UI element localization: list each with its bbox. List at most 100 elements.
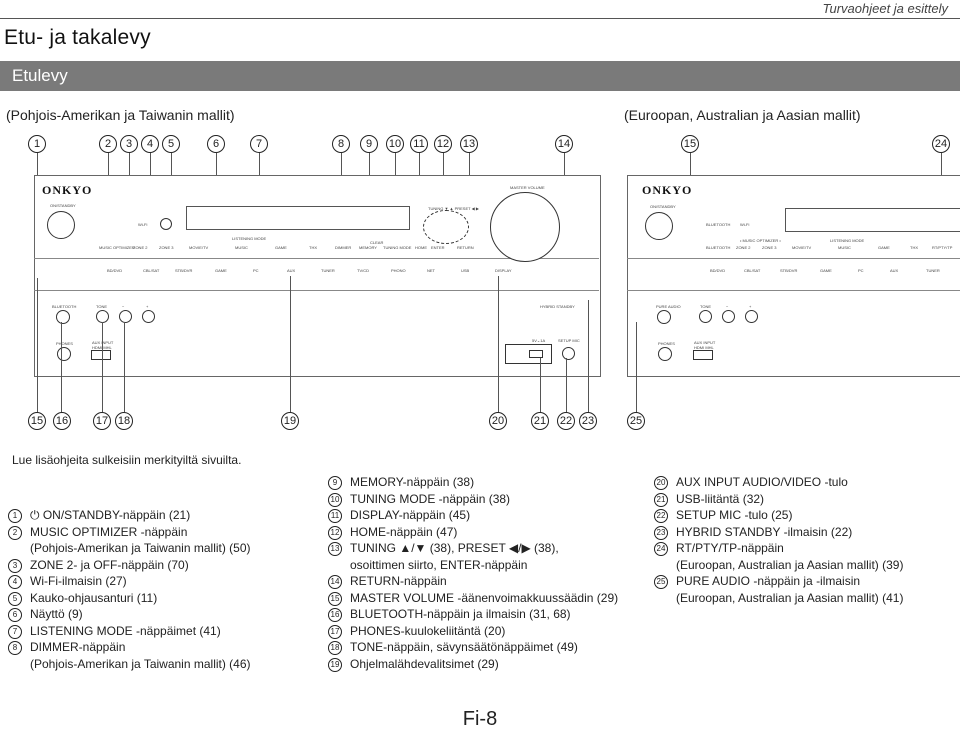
aux-hdmi-port-eu[interactable] [693,350,713,360]
aux-input-sub-label-eu: HDMI MHL [694,345,714,350]
legend-text: (Euroopan, Australian ja Aasian mallit) … [676,557,904,572]
btn-zone3[interactable]: ZONE 3 [159,245,174,250]
tone-plus-button-eu[interactable] [745,310,758,323]
input-tuner-eu[interactable]: TUNER [926,268,940,273]
btn-thx[interactable]: THX [309,245,317,250]
leader-b19 [290,276,291,412]
btn-zone2[interactable]: ZONE 2 [133,245,148,250]
input-bd-dvd-eu[interactable]: BD/DVD [710,268,726,273]
input-game-eu[interactable]: GAME [820,268,832,273]
usb-port[interactable] [529,350,543,358]
on-standby-button[interactable] [47,211,75,239]
phones-jack-eu[interactable] [658,347,672,361]
tuning-enter-cluster[interactable] [423,210,469,244]
btn-return[interactable]: RETURN [457,245,474,250]
input-tv-cd[interactable]: TV/CD [357,268,369,273]
bluetooth-button[interactable] [56,310,70,324]
leader-b17 [102,322,103,412]
input-cbl-sat[interactable]: CBL/SAT [143,268,160,273]
setup-mic-jack[interactable] [562,347,575,360]
btn-music-optimizer[interactable]: MUSIC OPTIMIZER [99,245,135,250]
display-button[interactable]: DISPLAY [495,268,512,273]
input-usb[interactable]: USB [461,268,470,273]
input-phono[interactable]: PHONO [391,268,406,273]
input-tuner[interactable]: TUNER [321,268,335,273]
leader-b18 [124,322,125,412]
tone-minus-label-eu: − [726,304,729,309]
tone-plus-button[interactable] [142,310,155,323]
legend-bullet: 16 [328,608,342,622]
top-button-row-eu: BLUETOOTH ZONE 2 ZONE 3 MOVIE/TV MUSIC G… [700,245,960,253]
btn-zone3-eu[interactable]: ZONE 3 [762,245,777,250]
tone-minus-button-eu[interactable] [722,310,735,323]
leader-b21 [540,358,541,412]
input-aux[interactable]: AUX [287,268,296,273]
callout-1: 1 [28,135,46,153]
legend-item: (Pohjois-Amerikan ja Taiwanin mallit) (4… [8,656,251,673]
input-pc[interactable]: PC [253,268,259,273]
brand-logo: ONKYO [42,183,93,197]
callout-8: 8 [332,135,350,153]
btn-home[interactable]: HOME [415,245,427,250]
btn-dimmer[interactable]: DIMMER [335,245,352,250]
legend-bullet: 20 [654,476,668,490]
btn-memory[interactable]: MEMORY [359,245,377,250]
pure-audio-button[interactable] [657,310,671,324]
btn-movie-tv[interactable]: MOVIE/TV [189,245,209,250]
btn-zone2-eu[interactable]: ZONE 2 [736,245,751,250]
legend-text: RT/PTY/TP-näppäin [676,541,784,555]
tone-minus-button[interactable] [119,310,132,323]
legend-text: Ohjelmalähdevalitsimet (29) [350,656,499,671]
btn-enter[interactable]: ENTER [431,245,445,250]
master-volume-knob[interactable] [490,192,560,262]
btn-music[interactable]: MUSIC [235,245,248,250]
input-aux-eu[interactable]: AUX [890,268,899,273]
legend-bullet: 11 [328,509,342,523]
callout-b21: 21 [531,412,549,430]
input-cbl-sat-eu[interactable]: CBL/SAT [744,268,761,273]
input-net[interactable]: NET [427,268,435,273]
page-number: Fi-8 [462,708,498,730]
callout-12: 12 [434,135,452,153]
callout-24: 24 [932,135,950,153]
music-opt-label-eu: • MUSIC OPTIMIZER • [740,238,781,243]
legend-text: ⏻ ON/STANDBY-näppäin (21) [30,508,191,522]
remote-sensor [160,218,172,230]
legend-item: (Pohjois-Amerikan ja Taiwanin mallit) (5… [8,540,251,557]
btn-music-eu[interactable]: MUSIC [838,245,851,250]
input-pc-eu[interactable]: PC [858,268,864,273]
input-stb-dvr-eu[interactable]: STB/DVR [780,268,798,273]
legend-text: TUNING MODE -näppäin (38) [350,491,511,506]
legend-bullet: 3 [8,558,22,573]
btn-tuning-mode[interactable]: TUNING MODE [383,245,412,250]
legend-bullet: 25 [654,575,668,589]
legend-item: 1⏻ ON/STANDBY-näppäin (21) [8,507,251,524]
input-stb-dvr[interactable]: STB/DVR [175,268,193,273]
tone-plus-label: + [146,304,149,309]
legend-bullet: 5 [8,591,22,606]
btn-game[interactable]: GAME [275,245,287,250]
on-standby-button-eu[interactable] [645,212,673,240]
legend-bullet: 9 [328,476,342,490]
legend-text: Näyttö (9) [30,607,83,621]
tone-button-eu[interactable] [699,310,712,323]
btn-bluetooth-eu[interactable]: BLUETOOTH [706,245,731,250]
aux-hdmi-port[interactable] [91,350,111,360]
leader-b20 [498,276,499,412]
btn-thx-eu[interactable]: THX [910,245,918,250]
phones-jack[interactable] [57,347,71,361]
btn-rt-pty-tp-eu[interactable]: RT/PTY/TP [932,245,953,250]
input-game[interactable]: GAME [215,268,227,273]
btn-movie-tv-eu[interactable]: MOVIE/TV [792,245,812,250]
input-bd-dvd[interactable]: BD/DVD [107,268,123,273]
btn-game-eu[interactable]: GAME [878,245,890,250]
